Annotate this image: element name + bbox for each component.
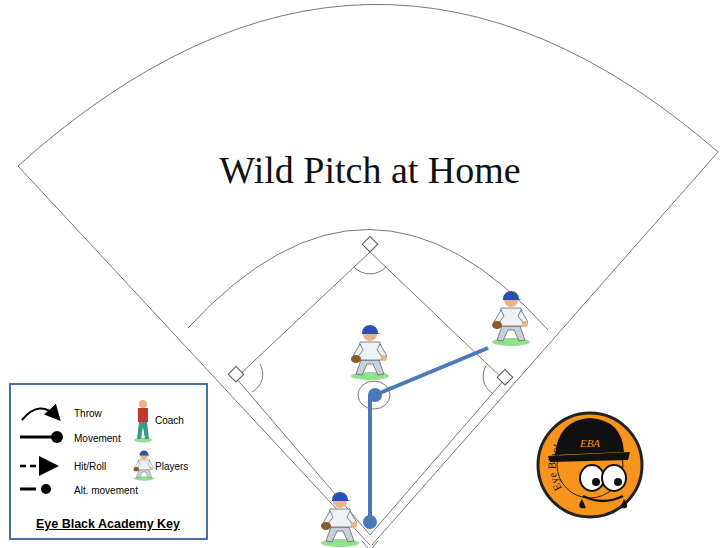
legend-heading: Eye Black Academy Key: [36, 517, 180, 531]
legend-label: Coach: [155, 415, 184, 426]
diagram-title: Wild Pitch at Home: [219, 148, 520, 192]
logo-ring-text: Eye Black Academy: [545, 419, 603, 493]
legend-label: Movement: [74, 433, 121, 444]
legend-label: Throw: [74, 408, 102, 419]
legend-label: Players: [155, 461, 188, 472]
legend-label: Alt. movement: [74, 485, 138, 496]
logo-ring-text: Eye Black Academy: [545, 419, 603, 493]
coach-icon: [134, 400, 152, 443]
logo-cap-text: EBA: [579, 437, 600, 449]
legend-label: Hit/Roll: [74, 461, 106, 472]
